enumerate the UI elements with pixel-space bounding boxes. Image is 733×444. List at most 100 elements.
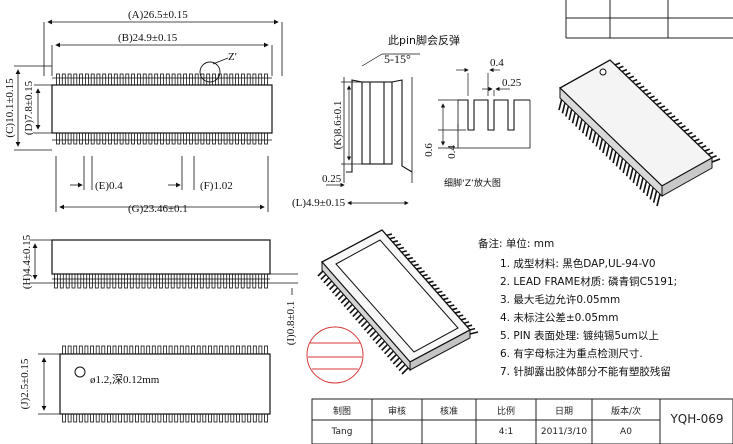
pin <box>176 273 181 289</box>
pin <box>179 345 184 355</box>
pin <box>73 345 78 355</box>
pin <box>183 73 188 86</box>
red-callout-circle <box>306 326 364 384</box>
iso-pin <box>639 177 644 190</box>
pin <box>160 73 164 86</box>
pin <box>94 273 99 289</box>
iso-pin <box>398 364 406 372</box>
pin <box>95 413 100 423</box>
iso-pin <box>656 193 661 207</box>
pin <box>188 273 193 289</box>
pin <box>119 132 124 145</box>
pin <box>235 345 240 355</box>
pin <box>124 273 128 289</box>
iso-pin <box>378 340 386 348</box>
note-1: 1. 成型材料: 黑色DAP,UL-94-V0 <box>500 258 656 270</box>
pin <box>107 345 111 355</box>
pin <box>240 273 245 289</box>
dim-hole: ø1.2,深0.12mm <box>90 373 160 386</box>
pin <box>56 73 60 86</box>
pin <box>171 73 176 86</box>
pin <box>85 73 89 86</box>
iso-pin <box>602 140 607 154</box>
pin <box>168 413 173 423</box>
iso-pin <box>575 114 580 127</box>
iso-pin <box>592 130 597 144</box>
tb-value-drawn: Tang <box>331 427 353 437</box>
pin <box>185 413 190 423</box>
pin <box>234 273 239 289</box>
pin <box>78 413 83 423</box>
pin <box>258 413 263 423</box>
pin <box>90 345 94 355</box>
pin <box>212 73 216 86</box>
pin <box>217 132 222 145</box>
note-3: 3. 最大毛边允许0.05mm <box>500 294 621 306</box>
pin <box>199 273 204 289</box>
pin <box>229 132 234 145</box>
front-view-dims <box>30 239 298 295</box>
pin <box>258 132 263 145</box>
pin <box>140 413 145 423</box>
pin <box>118 345 122 355</box>
pin <box>129 413 134 423</box>
tb-header-date: 日期 <box>554 407 573 417</box>
pin <box>157 345 162 355</box>
pin <box>258 345 263 355</box>
pin <box>100 273 105 289</box>
top-view-body <box>51 84 273 134</box>
pin <box>196 413 201 423</box>
pin <box>163 345 167 355</box>
iso-pin <box>389 353 397 362</box>
pin <box>79 73 83 86</box>
iso-pin <box>571 111 577 124</box>
tb-value-scale: 4:1 <box>498 427 514 437</box>
pin <box>246 132 251 145</box>
iso-pin <box>652 190 658 203</box>
iso-pin <box>469 331 479 335</box>
iso-pin <box>649 187 654 200</box>
iso-pin <box>578 117 584 131</box>
pin <box>146 345 151 355</box>
pin <box>229 73 234 86</box>
pin <box>113 73 118 86</box>
pin <box>134 413 139 423</box>
iso-pin <box>646 183 651 197</box>
pin <box>252 413 257 423</box>
pin <box>194 73 199 86</box>
pin <box>185 345 190 355</box>
pin <box>247 345 252 355</box>
pin <box>219 345 224 355</box>
pin <box>168 345 173 355</box>
pin <box>73 132 78 145</box>
iso-view-frame <box>317 229 479 375</box>
pin <box>112 273 117 289</box>
pin <box>247 413 252 423</box>
top-view-lower-pins <box>56 132 268 145</box>
front-view-pins <box>54 273 268 289</box>
pin <box>148 73 153 86</box>
dim-l: (L)4.9±0.15 <box>292 197 346 209</box>
pin <box>118 273 123 289</box>
pin <box>213 413 218 423</box>
pin <box>241 413 246 423</box>
pin <box>118 413 122 423</box>
pin <box>89 273 93 289</box>
bottom-view-dims <box>38 353 60 415</box>
pin <box>54 273 58 289</box>
pin <box>207 345 212 355</box>
pin <box>151 345 156 355</box>
detail-h06: 0.6 <box>423 143 435 157</box>
iso-pin <box>642 180 648 193</box>
tb-header-approve: 核准 <box>439 407 458 417</box>
pin <box>171 132 176 145</box>
pin <box>129 345 134 355</box>
note-5: 5. PIN 表面处理: 镀纯锡5um以上 <box>500 330 659 342</box>
pin <box>129 273 134 289</box>
note-6: 6. 有字母标注为重点检测尺寸. <box>500 348 643 360</box>
pin <box>148 132 153 145</box>
pin <box>235 132 240 145</box>
pin <box>252 273 257 289</box>
